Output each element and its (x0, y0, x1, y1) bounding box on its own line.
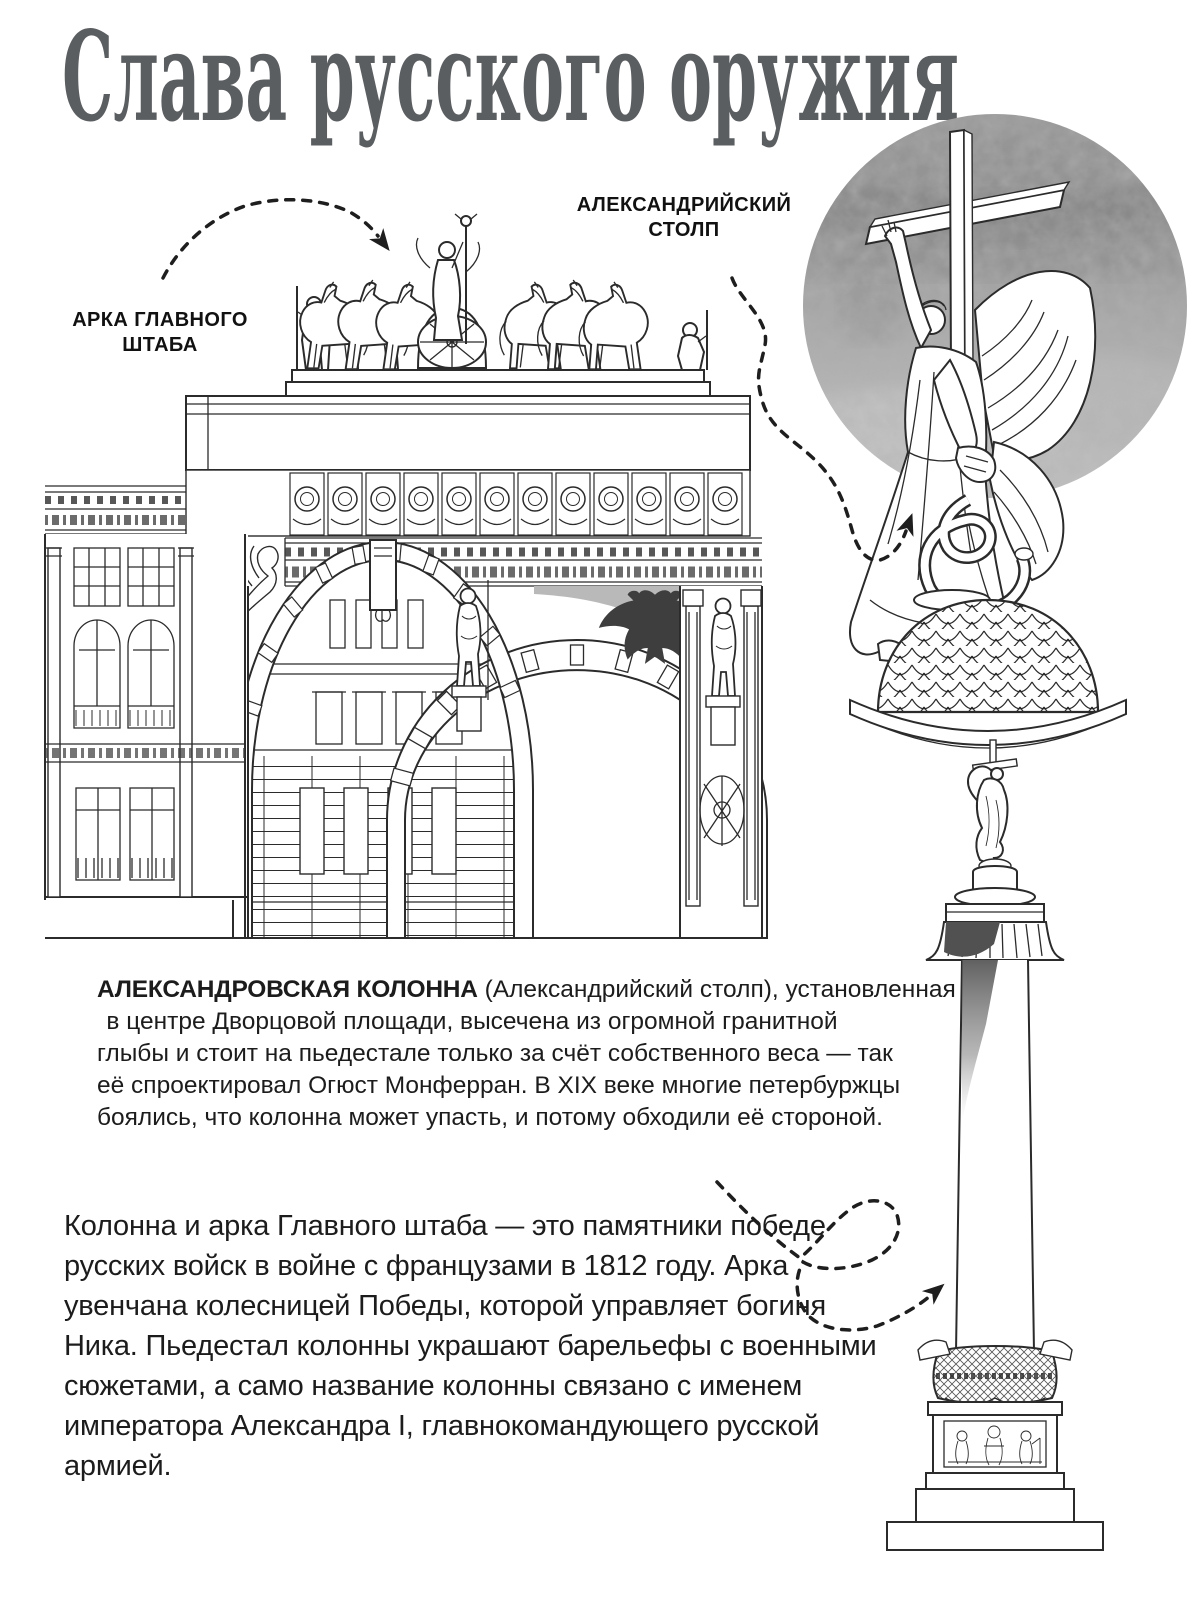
label-arch-of-general-staff: АРКА ГЛАВНОГО ШТАБА (60, 308, 260, 358)
column-cap (954, 858, 1036, 907)
chariot-platform (285, 369, 711, 397)
body-line: армией. (64, 1450, 172, 1482)
caption-rest: (Александрийский столп), установленная (477, 976, 956, 1003)
column-capital (925, 903, 1065, 961)
body-line: сюжетами, а само название колонны связан… (64, 1370, 803, 1402)
caption-line: её спроектировал Огюст Монферран. В XIX … (97, 1072, 901, 1099)
column-angel (967, 739, 1018, 868)
bas-relief-figures (948, 1425, 1042, 1466)
column-pedestal (927, 1401, 1063, 1474)
label-line: АРКА ГЛАВНОГО (72, 309, 248, 331)
nike-figure (415, 213, 481, 344)
alexander-column-illustration (886, 739, 1104, 1551)
label-alexander-column: АЛЕКСАНДРИЙСКИЙ СТОЛП (570, 193, 798, 243)
label-line: ШТАБА (122, 334, 198, 356)
column-base-ring (917, 1339, 1073, 1406)
body-line: Ника. Пьедестал колонны украшают барелье… (64, 1330, 877, 1362)
angel-figure (849, 219, 1097, 678)
caption-lead: АЛЕКСАНДРОВСКАЯ КОЛОННА (97, 976, 478, 1003)
trophy-relief-right (699, 775, 745, 846)
column-steps (886, 1472, 1104, 1551)
page-title: Слава русского оружия (62, 5, 959, 150)
body-line: увенчана колесницей Победы, которой упра… (64, 1290, 826, 1322)
building-through-arch (252, 560, 514, 938)
caption-line: в центре Дворцовой площади, высечена из … (106, 1008, 838, 1035)
dome-top-of-column (849, 589, 1127, 749)
body-line: императора Александра I, главнокомандующ… (64, 1410, 820, 1442)
arch-of-general-staff-illustration (44, 213, 768, 939)
caption-line: АЛЕКСАНДРОВСКАЯ КОЛОННА (Александрийский… (97, 974, 956, 1006)
body-paragraph: Колонна и арка Главного штаба — это памя… (64, 1206, 877, 1486)
body-line: русских войск в войне с французами в 181… (64, 1250, 789, 1282)
left-facade (44, 534, 249, 938)
column-shaft (955, 959, 1035, 1353)
caption-line: глыбы и стоит на пьедестале только за сч… (97, 1040, 893, 1067)
angel-with-cross-illustration (803, 114, 1187, 749)
column-caption: АЛЕКСАНДРОВСКАЯ КОЛОННА (Александрийский… (97, 974, 956, 1134)
body-line: Колонна и арка Главного штаба — это памя… (64, 1210, 826, 1242)
label-line: АЛЕКСАНДРИЙСКИЙ (576, 194, 792, 216)
pier-statue-left (451, 580, 489, 732)
right-pier (679, 586, 763, 938)
caption-line: боялись, что колонна может упасть, и пот… (97, 1104, 883, 1131)
attic (185, 395, 751, 537)
label-line: СТОЛП (648, 219, 720, 241)
chariot-of-victory (296, 213, 708, 371)
